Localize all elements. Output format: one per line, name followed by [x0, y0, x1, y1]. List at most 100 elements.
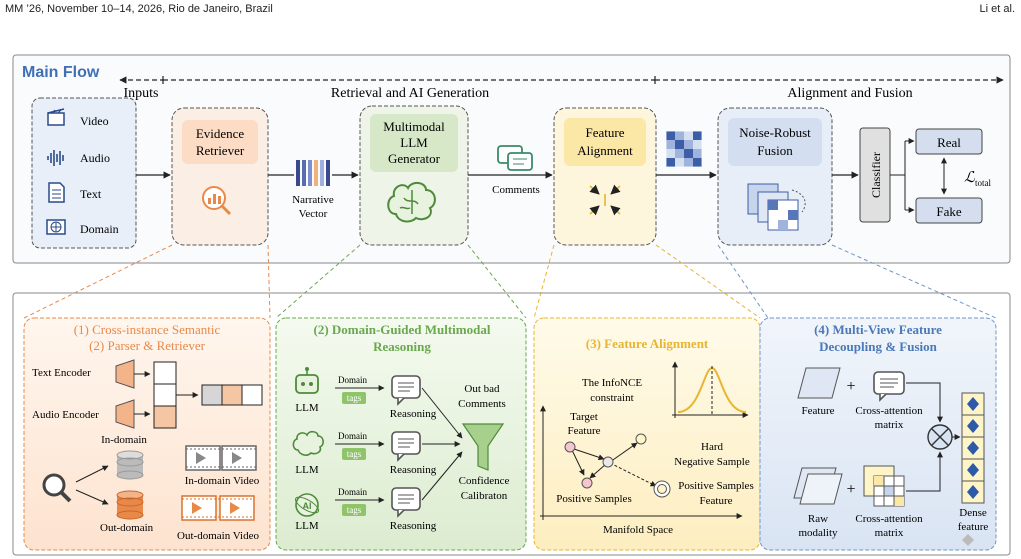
ai-chip-label: AI	[303, 501, 312, 511]
ai-chip-icon: AI	[294, 493, 320, 517]
raw-modality-line2: modality	[798, 527, 838, 539]
feature-label: Feature	[802, 405, 835, 417]
panel2-title-line1: (2) Domain-Guided Multimodal	[314, 322, 491, 337]
database-orange-icon	[116, 490, 144, 520]
main-flow-title: Main Flow	[22, 64, 100, 81]
plus-2: +	[846, 481, 855, 498]
cross-attention-1-line2: matrix	[875, 419, 904, 431]
globe-icon	[46, 219, 66, 235]
header-venue: MM ’26, November 10–14, 2026, Rio de Jan…	[5, 3, 273, 15]
input-domain: Domain	[80, 222, 119, 236]
raw-modality-front	[799, 473, 843, 505]
real-label: Real	[937, 135, 961, 150]
chat-bubble-icon	[391, 431, 421, 462]
panel3-title: (3) Feature Alignment	[586, 336, 709, 351]
llm-generator-line3: Generator	[388, 151, 441, 166]
llm-generator-line2: LLM	[400, 135, 428, 150]
in-domain-video-label: In-domain Video	[185, 475, 260, 487]
cross-attention-2-line1: Cross-attention	[855, 513, 923, 525]
feature-parallelogram	[797, 367, 841, 399]
evidence-retriever-line1: Evidence	[196, 126, 245, 141]
robot-icon	[295, 367, 319, 394]
brain-icon	[292, 430, 324, 456]
calibrator-line1: Confidence	[459, 475, 510, 487]
stacked-matrix-icon	[747, 183, 806, 231]
calibrator-line2: Calibraton	[461, 490, 508, 502]
panel1-title-line2: (2) Parser & Retriever	[89, 338, 206, 353]
plus-1: +	[846, 378, 855, 395]
film-strip-orange-icon	[181, 495, 255, 521]
fusion-line2: Fusion	[757, 143, 793, 158]
panel4-title-line1: (4) Multi-View Feature	[814, 322, 942, 337]
matrix-icon	[665, 130, 703, 168]
feature-alignment-line1: Feature	[586, 125, 625, 140]
input-text: Text	[80, 187, 102, 201]
panel2-title-line2: Reasoning	[373, 339, 431, 354]
loss-subscript: total	[975, 178, 991, 188]
panel4-title-line2: Decoupling & Fusion	[819, 339, 938, 354]
cross-attention-1-line1: Cross-attention	[855, 405, 923, 417]
tags-label-3: tags	[347, 505, 362, 515]
infonce-line1: The InfoNCE	[582, 377, 642, 389]
attention-matrix-icon	[863, 465, 905, 507]
in-domain-label: In-domain	[101, 434, 147, 446]
reasoning-label-3: Reasoning	[390, 520, 437, 532]
reasoning-label-2: Reasoning	[390, 464, 437, 476]
dense-feature-line1: Dense	[959, 507, 987, 519]
dense-feature-vector	[961, 392, 985, 504]
chat-bubble-icon	[391, 375, 421, 406]
reasoning-label-1: Reasoning	[390, 408, 437, 420]
hard-negative-line1: Hard	[701, 441, 723, 453]
out-domain-label: Out-domain	[100, 522, 154, 534]
out-bad-line2: Comments	[458, 398, 506, 410]
panel-cross-instance-retriever: (1) Cross-instance Semantic (2) Parser &…	[23, 317, 271, 551]
input-video: Video	[80, 114, 109, 128]
domain-label-1: Domain	[338, 375, 367, 385]
stage-retrieval: Retrieval and AI Generation	[331, 86, 489, 101]
text-document-icon	[48, 182, 65, 203]
llm-generator-line1: Multimodal	[383, 119, 445, 134]
panel-multiview-fusion: (4) Multi-View Feature Decoupling & Fusi…	[759, 317, 997, 551]
comments-label: Comments	[492, 184, 540, 196]
target-line1: Target	[570, 411, 598, 423]
panel-domain-guided-reasoning: (2) Domain-Guided Multimodal Reasoning L…	[275, 317, 527, 551]
panel-feature-alignment: (3) Feature Alignment The InfoNCE constr…	[533, 317, 761, 551]
chat-bubble-icon	[873, 371, 905, 402]
input-audio: Audio	[80, 151, 110, 165]
database-gray-icon	[116, 450, 144, 480]
out-bad-line1: Out bad	[464, 383, 500, 395]
audio-encoder-trapezoid	[115, 399, 135, 429]
brain-icon	[387, 182, 436, 223]
tags-label-2: tags	[347, 449, 362, 459]
tags-label-1: tags	[347, 393, 362, 403]
magnifier-chart-icon	[202, 186, 232, 216]
dense-feature-line2: feature	[958, 521, 989, 533]
stage-inputs: Inputs	[124, 86, 159, 101]
hard-negative-line2: Negative Sample	[674, 456, 750, 468]
classifier-label: Classifier	[869, 152, 883, 198]
funnel-icon	[461, 423, 505, 471]
fusion-line1: Noise-Robust	[739, 125, 811, 140]
evidence-retriever-line2: Retriever	[196, 143, 245, 158]
film-strip-gray-icon	[185, 445, 257, 471]
raw-modality-line1: Raw	[808, 513, 828, 525]
domain-label-3: Domain	[338, 487, 367, 497]
positive-samples-label: Positive Samples	[556, 493, 631, 505]
video-icon	[47, 108, 65, 126]
converging-arrows-icon	[589, 184, 621, 216]
audio-encoder-label: Audio Encoder	[32, 409, 99, 421]
main-flow-section: Main Flow Inputs Retrieval and AI Genera…	[12, 54, 1011, 264]
manifold-space-label: Manifold Space	[603, 524, 673, 536]
stage-alignment: Alignment and Fusion	[787, 86, 912, 101]
target-line2: Feature	[568, 425, 601, 437]
domain-label-2: Domain	[338, 431, 367, 441]
narrative-vector-icon	[296, 160, 330, 186]
cross-attention-2-line2: matrix	[875, 527, 904, 539]
text-encoder-trapezoid	[115, 359, 135, 389]
chat-bubble-icon	[391, 487, 421, 518]
infonce-line2: constraint	[590, 392, 633, 404]
llm-label-2: LLM	[295, 464, 318, 476]
diamond-watermark-icon	[962, 534, 974, 546]
search-icon	[42, 473, 72, 503]
